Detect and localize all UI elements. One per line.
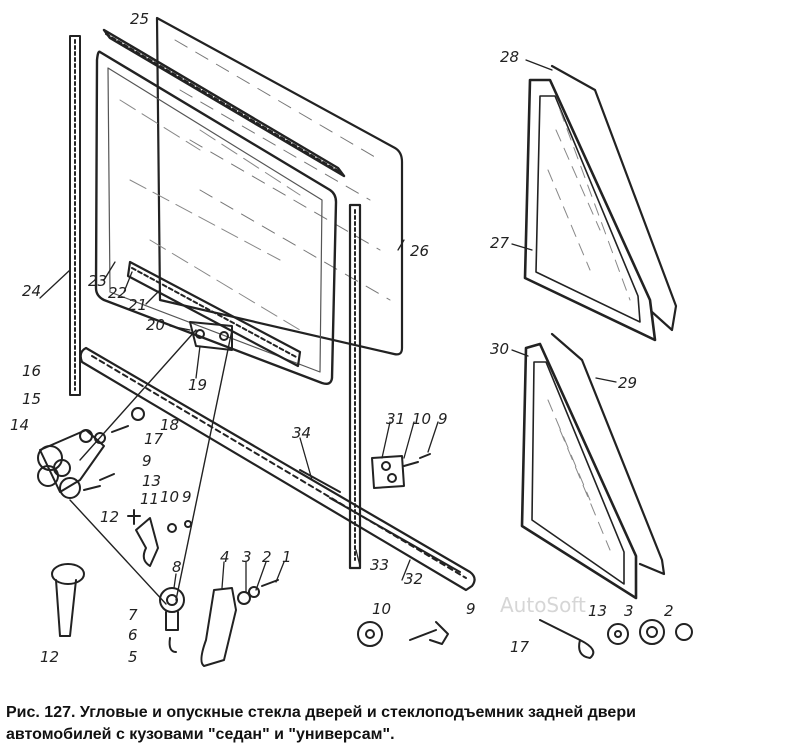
fasteners-row	[127, 509, 192, 533]
callout-12-bottom: 12	[40, 648, 59, 666]
callout-18: 18	[160, 416, 179, 434]
callout-20: 20	[146, 316, 165, 334]
exploded-diagram: AutoSoft 25 24 23 22 21 20 19 26 28 27 3…	[10, 10, 693, 667]
door-glass-26	[155, 16, 404, 356]
callout-13-left: 13	[142, 472, 161, 490]
star-washer-10	[357, 621, 383, 647]
callout-30: 30	[490, 340, 509, 358]
figure-caption: Рис. 127. Угловые и опускные стекла двер…	[6, 702, 806, 746]
regulator-mechanism	[37, 407, 145, 499]
callout-7: 7	[128, 606, 138, 624]
callout-23: 23	[88, 272, 107, 290]
callout-1: 1	[282, 548, 292, 566]
callout-2-bottom: 2	[664, 602, 674, 620]
callout-9-right: 9	[438, 410, 448, 428]
bottom-channel-21	[126, 260, 302, 368]
callout-4: 4	[220, 548, 230, 566]
callout-8: 8	[172, 558, 182, 576]
bracket-31	[371, 453, 431, 489]
callout-21: 21	[128, 296, 147, 314]
callout-3-left: 3	[242, 548, 252, 566]
callout-28: 28	[500, 48, 519, 66]
callout-34: 34	[292, 424, 311, 442]
callout-13-bottom: 13	[588, 602, 607, 620]
cable	[69, 329, 233, 605]
callout-15: 15	[22, 390, 41, 408]
callout-31: 31	[386, 410, 405, 428]
callout-22: 22	[108, 284, 127, 302]
callout-10-left: 10	[160, 488, 179, 506]
callout-9-mid: 9	[182, 488, 192, 506]
caption-line-2: автомобилей с кузовами "седан" и "универ…	[6, 726, 395, 743]
callout-27: 27	[490, 234, 510, 252]
callout-10-bottom: 10	[372, 600, 391, 618]
pin-17	[539, 619, 595, 659]
callout-12-top: 12	[100, 508, 119, 526]
callout-17-top: 17	[144, 430, 164, 448]
vertical-guide-33	[348, 203, 362, 570]
callout-2-left: 2	[262, 548, 272, 566]
callout-19: 19	[188, 376, 207, 394]
crank-handle-12	[51, 563, 85, 637]
pulley-8	[159, 587, 185, 653]
watermark: AutoSoft	[500, 593, 586, 617]
callout-16: 16	[22, 362, 41, 380]
caption-line-1: Рис. 127. Угловые и опускные стекла двер…	[6, 704, 636, 721]
washers-13-3-2	[607, 619, 693, 645]
callout-14: 14	[10, 416, 29, 434]
callout-9-left: 9	[142, 452, 152, 470]
callout-labels: 25 24 23 22 21 20 19 26 28 27 30 29 16 1…	[10, 10, 674, 666]
callout-29: 29	[618, 374, 637, 392]
callout-17-bottom: 17	[510, 638, 530, 656]
glass-channel-25	[102, 28, 346, 178]
callout-3-bottom: 3	[624, 602, 634, 620]
callout-26: 26	[410, 242, 429, 260]
callout-6: 6	[128, 626, 138, 644]
callout-32: 32	[404, 570, 423, 588]
corner-glass-27	[523, 64, 678, 342]
callout-5: 5	[128, 648, 138, 666]
drop-glass-23	[94, 50, 338, 386]
bracket-11	[135, 517, 159, 567]
callout-25: 25	[130, 10, 149, 28]
callout-9-bottom: 9	[466, 600, 476, 618]
glass-bracket-20	[189, 321, 233, 351]
bolt-9	[409, 621, 449, 645]
corner-glass-29	[520, 332, 666, 600]
leader-lines	[39, 59, 617, 593]
callout-33: 33	[370, 556, 389, 574]
vertical-seal-24	[69, 35, 81, 396]
lever-4	[200, 579, 279, 667]
lift-rail-34	[79, 346, 476, 592]
callout-24: 24	[22, 282, 41, 300]
callout-11: 11	[140, 490, 159, 508]
callout-10-right: 10	[412, 410, 431, 428]
